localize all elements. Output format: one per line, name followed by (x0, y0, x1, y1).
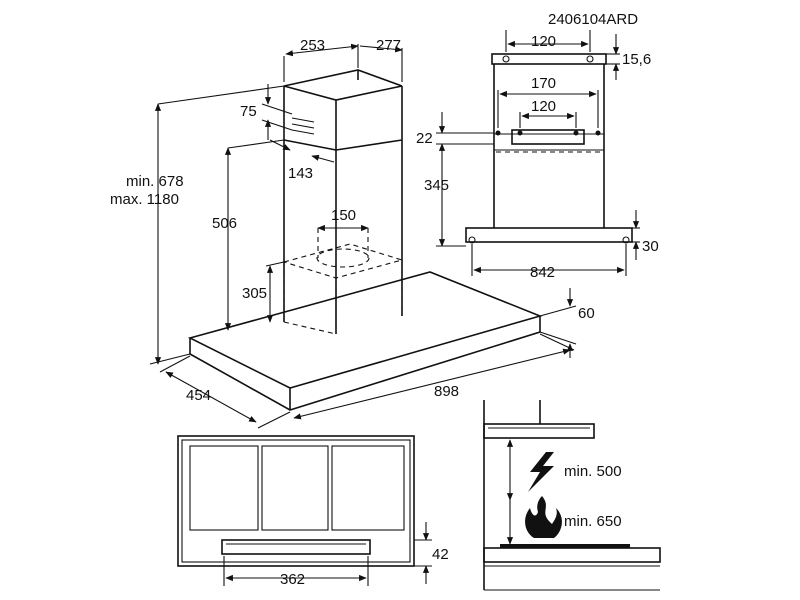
bracket-offset-label: 22 (416, 130, 433, 147)
top-hole-spacing-label: 120 (531, 33, 556, 50)
vent-offset-label: 143 (288, 165, 313, 182)
outer-hole-spacing-label: 170 (531, 75, 556, 92)
hood-main-view: 253 277 75 143 min. 678 max. 1180 506 15… (110, 37, 595, 429)
top-hole-offset-label: 15,6 (622, 51, 651, 68)
canopy-depth-label: 454 (186, 387, 211, 404)
electric-clearance-label: min. 500 (564, 463, 622, 480)
gas-clearance-label: min. 650 (564, 513, 622, 530)
filter-box-height-label: 305 (242, 285, 267, 302)
inner-hole-spacing-label: 120 (531, 98, 556, 115)
bracket-drop-label: 345 (424, 177, 449, 194)
chimney (283, 69, 403, 334)
height-max-label: max. 1180 (110, 191, 179, 208)
canopy-thickness-label: 60 (578, 305, 595, 322)
bottom-view: 42 362 (177, 435, 449, 588)
chimney-width-label: 277 (376, 37, 401, 54)
chimney-depth-label: 253 (300, 37, 325, 54)
hole-offset-right-label: 30 (642, 238, 659, 255)
bracket-view: 120 15,6 170 120 22 345 30 (416, 30, 659, 281)
vent-height-label: 75 (240, 103, 257, 120)
reference-code: 2406104ARD (548, 11, 638, 28)
filter-panel-width-label: 362 (280, 571, 305, 588)
flame-icon (525, 496, 562, 538)
filter-box (282, 228, 404, 335)
clearance-view: min. 500 min. 650 (483, 400, 661, 591)
lightning-icon (528, 452, 554, 492)
filter-panel-height-label: 42 (432, 546, 449, 563)
canopy-width-label: 898 (434, 383, 459, 400)
inner-height-label: 506 (212, 215, 237, 232)
duct-diameter-label: 150 (331, 207, 356, 224)
height-min-label: min. 678 (126, 173, 184, 190)
mount-width-label: 842 (530, 264, 555, 281)
